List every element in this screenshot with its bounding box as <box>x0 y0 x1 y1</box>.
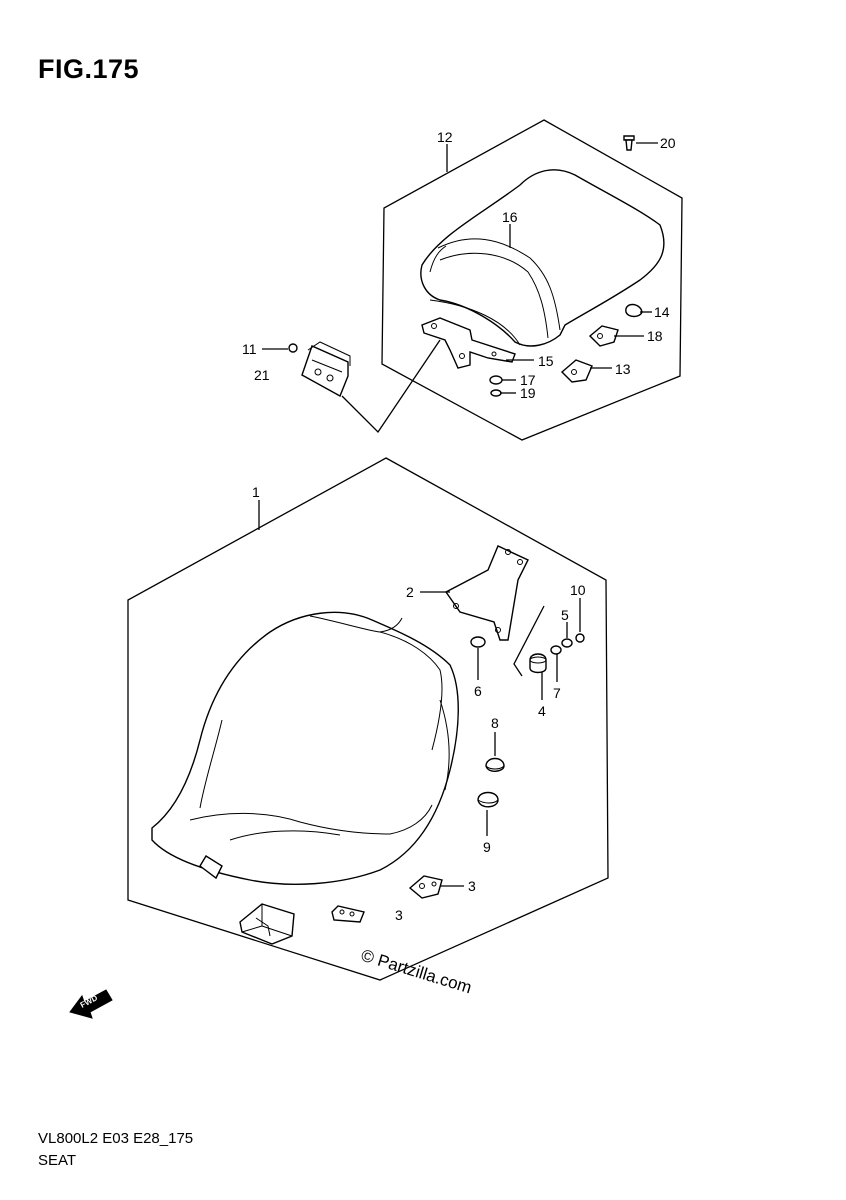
passenger-seat <box>420 169 665 347</box>
nut-plate-3-right <box>408 875 443 899</box>
callout-2: 2 <box>406 584 414 600</box>
figure-code: VL800L2 E03 E28_175 <box>38 1130 194 1147</box>
washer-17 <box>489 375 503 385</box>
callout-3-right: 3 <box>468 878 476 894</box>
hook-connector-line <box>341 339 441 434</box>
storage-box <box>239 903 295 945</box>
cushion-8 <box>485 757 505 772</box>
collar-4 <box>529 653 547 674</box>
callout-11: 11 <box>242 341 257 357</box>
callout-14: 14 <box>654 304 670 320</box>
callout-5: 5 <box>561 607 569 623</box>
callout-8: 8 <box>491 715 499 731</box>
callout-1: 1 <box>252 484 260 500</box>
callout-20: 20 <box>660 135 676 151</box>
washer-7 <box>550 645 562 655</box>
nut-plate-18 <box>588 325 619 347</box>
cushion-14 <box>625 303 643 318</box>
bolt-20 <box>623 135 635 151</box>
callout-3-left: 3 <box>395 907 403 923</box>
callout-19: 19 <box>520 385 536 401</box>
figure-title: FIG.175 <box>38 54 140 84</box>
nut-plate-3-left <box>331 905 365 923</box>
callout-17: 17 <box>520 372 536 388</box>
callout-16: 16 <box>502 209 518 225</box>
nut-19 <box>490 389 502 397</box>
rider-seat-front-tab <box>199 855 223 880</box>
callout-9: 9 <box>483 839 491 855</box>
callout-10: 10 <box>570 582 586 598</box>
callout-13: 13 <box>615 361 631 377</box>
callout-6: 6 <box>474 683 482 699</box>
nut-5 <box>561 638 573 648</box>
nut-plate-13 <box>560 359 593 383</box>
callout-21: 21 <box>254 367 270 383</box>
watermark: © Partzilla.com <box>359 946 474 998</box>
seat-hook <box>301 341 351 397</box>
nut-10 <box>575 633 585 643</box>
cushion-9 <box>477 791 499 808</box>
callout-12: 12 <box>437 129 453 145</box>
passenger-seat-bracket <box>421 317 516 369</box>
bracket-connector-line <box>513 605 545 677</box>
passenger-seat-group-outline <box>381 119 683 441</box>
figure-name: SEAT <box>38 1152 77 1169</box>
screw-11 <box>288 343 298 353</box>
fwd-arrow-icon: FWD <box>69 989 113 1019</box>
callout-7: 7 <box>553 685 561 701</box>
rider-seat-group-outline <box>127 457 609 981</box>
callout-18: 18 <box>647 328 663 344</box>
callout-4: 4 <box>538 703 546 719</box>
seat-bracket-2 <box>444 545 529 641</box>
rider-seat <box>151 611 459 885</box>
washer-6 <box>470 636 486 648</box>
callout-15: 15 <box>538 353 554 369</box>
